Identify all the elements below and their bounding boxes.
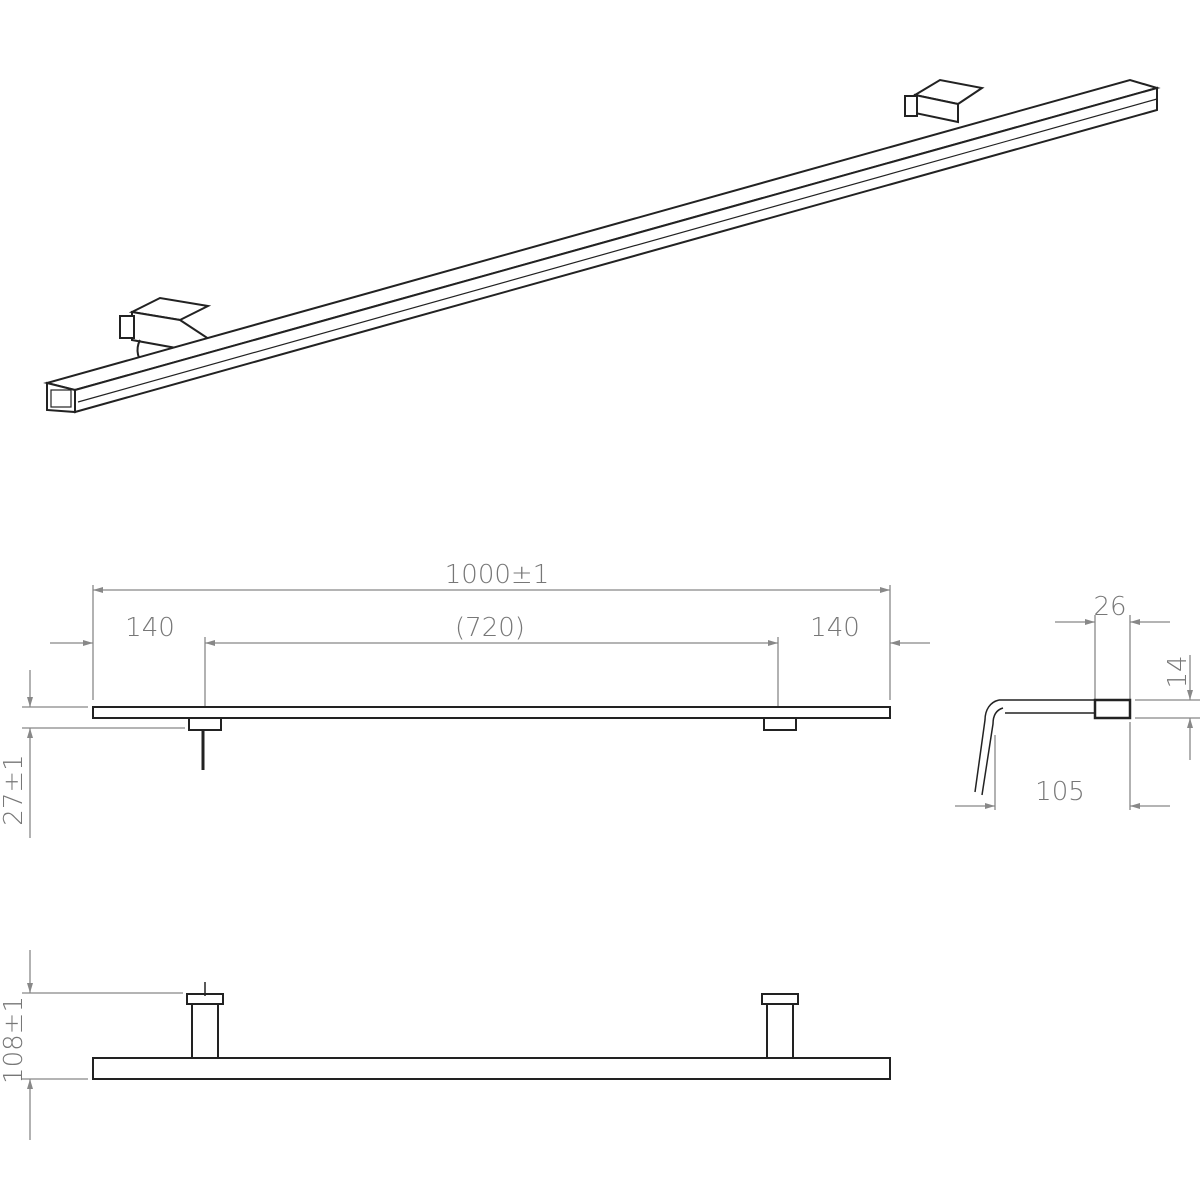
dim-total-height: 108±1 (0, 996, 29, 1084)
dim-arm-depth: 105 (1035, 777, 1085, 807)
dim-right-offset: 140 (810, 613, 860, 643)
dim-bracket-spacing: (720) (455, 613, 525, 643)
isometric-view (43, 78, 1161, 414)
profile-view: 26 14 105 (955, 592, 1200, 810)
front-view: 1000±1 140 (720) 140 27±1 (0, 560, 930, 838)
dim-profile-height: 14 (1163, 655, 1193, 688)
dim-total-length: 1000±1 (445, 560, 550, 590)
dim-side-height: 27±1 (0, 754, 29, 825)
right-bracket (904, 78, 985, 124)
light-bar (43, 78, 1161, 414)
top-view: 108±1 (0, 950, 891, 1140)
dim-left-offset: 140 (125, 613, 175, 643)
dim-profile-width: 26 (1093, 592, 1126, 622)
